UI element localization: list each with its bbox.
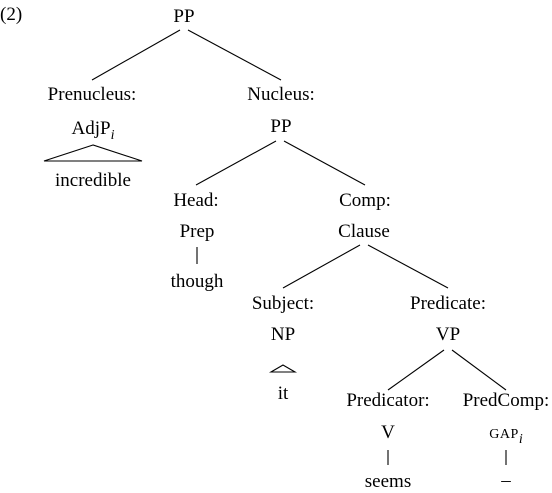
- subject-word: it: [277, 383, 289, 404]
- root-category: PP: [173, 6, 195, 27]
- head-function: Head:: [173, 190, 219, 211]
- subject-function: Subject:: [251, 293, 315, 314]
- edge-nucleus-comp: [283, 140, 366, 186]
- comp-category: Clause: [338, 221, 390, 242]
- subject-category: NP: [270, 324, 296, 345]
- edge-vp-predicator: [387, 349, 445, 391]
- predicator-function: Predicator:: [346, 390, 430, 411]
- comp-function: Comp:: [339, 190, 391, 211]
- edge-clause-predicate: [367, 244, 449, 289]
- predicate-function: Predicate:: [410, 293, 486, 314]
- head-category: Prep: [179, 221, 215, 242]
- prenucleus-word: incredible: [55, 170, 131, 191]
- predicator-category: V: [381, 422, 395, 443]
- prenucleus-function: Prenucleus:: [47, 84, 137, 105]
- edge-nucleus-head: [195, 140, 277, 186]
- predcomp-index: i: [518, 432, 523, 447]
- nucleus-function: Nucleus:: [247, 84, 315, 105]
- predcomp-word: –: [501, 470, 511, 491]
- subject-triangle: [268, 364, 298, 373]
- edge-pp-prenucleus: [91, 29, 181, 81]
- prenucleus-category: AdjPi: [71, 118, 115, 143]
- example-number: (2): [0, 4, 23, 25]
- edge-pp-nucleus: [187, 29, 282, 81]
- prenucleus-category-text: AdjP: [71, 118, 111, 139]
- predcomp-function: PredComp:: [462, 390, 550, 411]
- head-word: though: [170, 271, 224, 292]
- predicator-word: seems: [364, 471, 412, 492]
- predcomp-category-text: GAP: [489, 427, 519, 442]
- predcomp-category: GAPi: [489, 422, 523, 447]
- edge-clause-subject: [282, 244, 361, 289]
- edge-vp-predcomp: [451, 349, 507, 391]
- prenucleus-index: i: [110, 128, 115, 143]
- predicate-category: VP: [435, 324, 461, 345]
- nucleus-category: PP: [270, 116, 292, 137]
- prenucleus-triangle: [43, 144, 143, 162]
